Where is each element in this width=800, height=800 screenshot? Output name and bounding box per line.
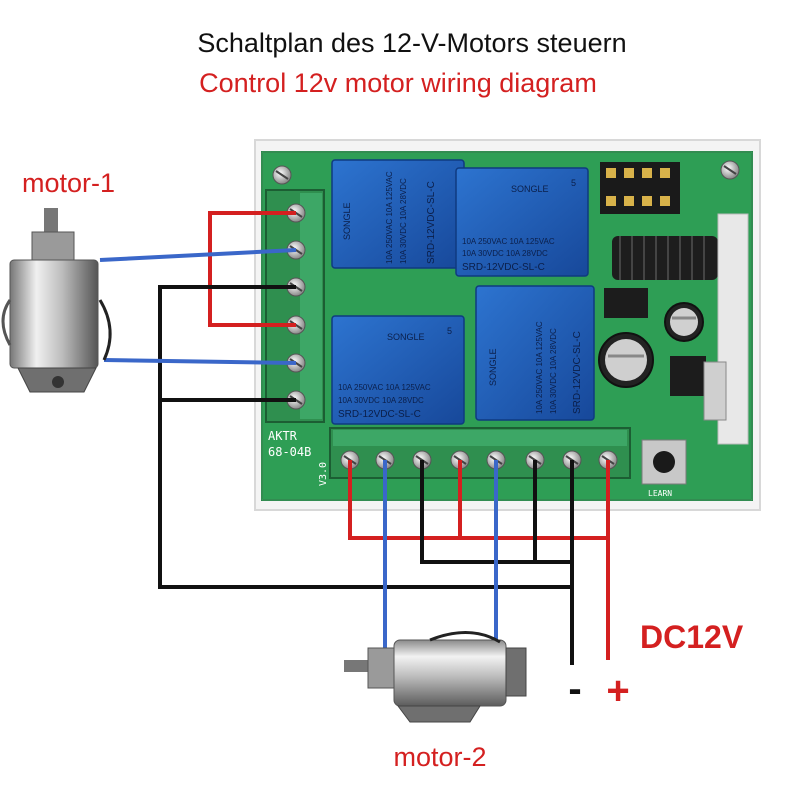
svg-text:10A 250VAC 10A 125VAC: 10A 250VAC 10A 125VAC bbox=[338, 383, 431, 392]
red-wires bbox=[208, 211, 610, 660]
svg-text:10A 30VDC 10A 28VDC: 10A 30VDC 10A 28VDC bbox=[462, 249, 548, 258]
ic-chip-2 bbox=[670, 356, 706, 396]
header-pins bbox=[600, 162, 680, 214]
svg-text:10A 30VDC 10A 28VDC: 10A 30VDC 10A 28VDC bbox=[549, 328, 558, 414]
minus-label: - bbox=[568, 667, 581, 711]
svg-text:10A 250VAC 10A 125VAC: 10A 250VAC 10A 125VAC bbox=[462, 237, 555, 246]
corner-screw-tr bbox=[720, 160, 740, 180]
svg-text:5: 5 bbox=[571, 178, 576, 188]
svg-text:SONGLE: SONGLE bbox=[342, 202, 352, 240]
svg-text:SONGLE: SONGLE bbox=[387, 332, 425, 342]
svg-text:10A 30VDC 10A 28VDC: 10A 30VDC 10A 28VDC bbox=[399, 178, 408, 264]
svg-text:SRD-12VDC-SL-C: SRD-12VDC-SL-C bbox=[572, 331, 583, 414]
motor-1-label: motor-1 bbox=[22, 168, 115, 198]
svg-text:SONGLE: SONGLE bbox=[511, 184, 549, 194]
motor-1-image bbox=[1, 208, 112, 393]
ic-chip-1 bbox=[604, 288, 648, 318]
capacitor-small bbox=[664, 302, 704, 342]
svg-text:SRD-12VDC-SL-C: SRD-12VDC-SL-C bbox=[338, 409, 421, 420]
antenna-coil bbox=[612, 236, 718, 280]
board-version: V3.0 bbox=[318, 462, 329, 486]
svg-text:10A 250VAC 10A 125VAC: 10A 250VAC 10A 125VAC bbox=[535, 321, 544, 414]
relay-4: SONGLE 10A 250VAC 10A 125VAC 10A 30VDC 1… bbox=[475, 285, 595, 421]
svg-text:SRD-12VDC-SL-C: SRD-12VDC-SL-C bbox=[426, 181, 437, 264]
svg-text:SONGLE: SONGLE bbox=[488, 348, 498, 386]
relay-3: SONGLE 5 10A 250VAC 10A 125VAC 10A 30VDC… bbox=[331, 315, 465, 425]
plus-label: + bbox=[606, 669, 629, 713]
learn-button bbox=[641, 439, 687, 485]
svg-text:10A 30VDC 10A 28VDC: 10A 30VDC 10A 28VDC bbox=[338, 396, 424, 405]
board-model-line1: AKTR bbox=[268, 429, 298, 443]
svg-text:10A 250VAC 10A 125VAC: 10A 250VAC 10A 125VAC bbox=[385, 171, 394, 264]
capacitor-large bbox=[598, 332, 654, 388]
motor-2-image bbox=[344, 630, 527, 723]
title-german: Schaltplan des 12-V-Motors steuern bbox=[197, 28, 626, 58]
corner-screw-tl bbox=[272, 165, 292, 185]
svg-text:SRD-12VDC-SL-C: SRD-12VDC-SL-C bbox=[462, 262, 545, 273]
supply-label: DC12V bbox=[640, 619, 744, 655]
crystal bbox=[703, 361, 727, 421]
blue-wires bbox=[99, 248, 498, 650]
learn-label: LEARN bbox=[648, 489, 672, 498]
black-wires bbox=[158, 285, 574, 665]
relay-1: SONGLE 10A 250VAC 10A 125VAC 10A 30VDC 1… bbox=[331, 159, 465, 269]
title-english: Control 12v motor wiring diagram bbox=[199, 68, 597, 98]
board-model-line2: 68-04B bbox=[268, 445, 311, 459]
motor-2-label: motor-2 bbox=[393, 742, 486, 772]
relay-2: SONGLE 5 10A 250VAC 10A 125VAC 10A 30VDC… bbox=[455, 167, 589, 277]
svg-text:5: 5 bbox=[447, 326, 452, 336]
